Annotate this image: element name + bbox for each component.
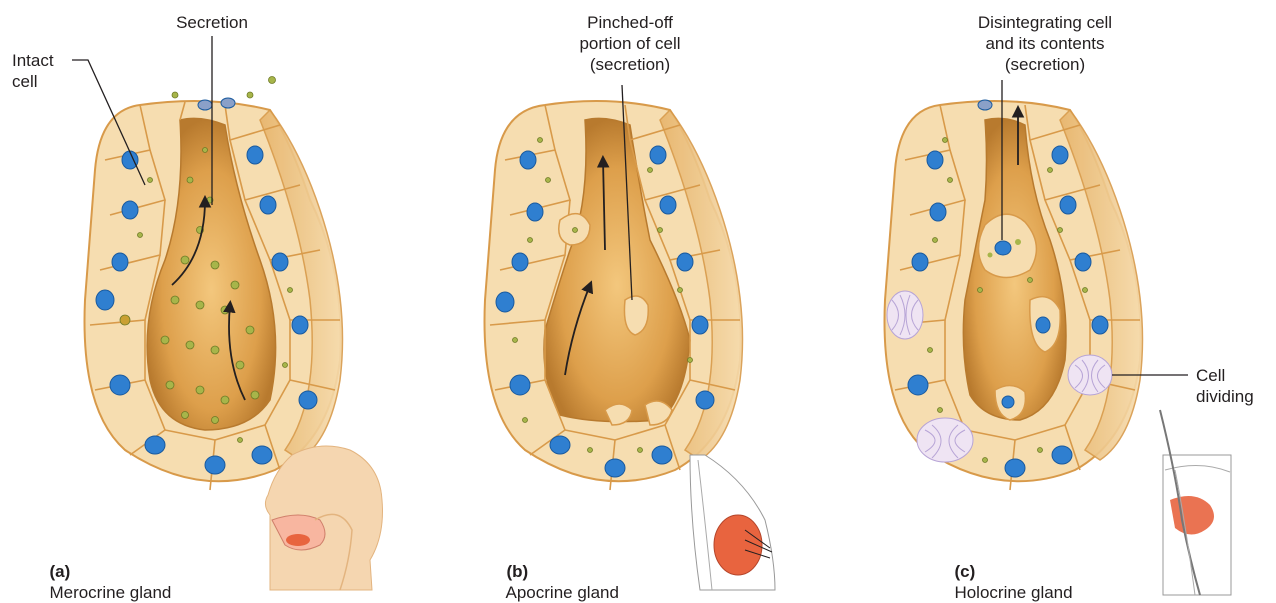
hair-follicle-icon <box>1160 410 1231 595</box>
label-cell-dividing: Cell dividing <box>1196 365 1254 407</box>
caption-letter: (a) <box>49 562 70 581</box>
caption-text: Merocrine gland <box>49 583 171 602</box>
mitotic-cell <box>887 291 923 339</box>
caption-text: Holocrine gland <box>954 583 1072 602</box>
merocrine-panel <box>72 36 383 590</box>
label-pinched-off: Pinched-off portion of cell (secretion) <box>545 12 715 75</box>
head-icon <box>265 446 382 590</box>
caption-merocrine: (a) Merocrine gland <box>40 540 171 603</box>
caption-text: Apocrine gland <box>506 583 619 602</box>
holocrine-panel <box>885 80 1232 595</box>
caption-holocrine: (c) Holocrine gland <box>945 540 1073 603</box>
apocrine-panel <box>485 85 776 590</box>
caption-letter: (c) <box>954 562 975 581</box>
caption-apocrine: (b) Apocrine gland <box>497 540 619 603</box>
label-secretion: Secretion <box>152 12 272 33</box>
caption-letter: (b) <box>506 562 528 581</box>
mitotic-cell <box>1068 355 1112 395</box>
mitotic-cell <box>917 418 973 462</box>
label-disintegrating-cell: Disintegrating cell and its contents (se… <box>940 12 1150 75</box>
breast-icon <box>690 455 775 590</box>
label-intact-cell: Intact cell <box>12 50 54 92</box>
